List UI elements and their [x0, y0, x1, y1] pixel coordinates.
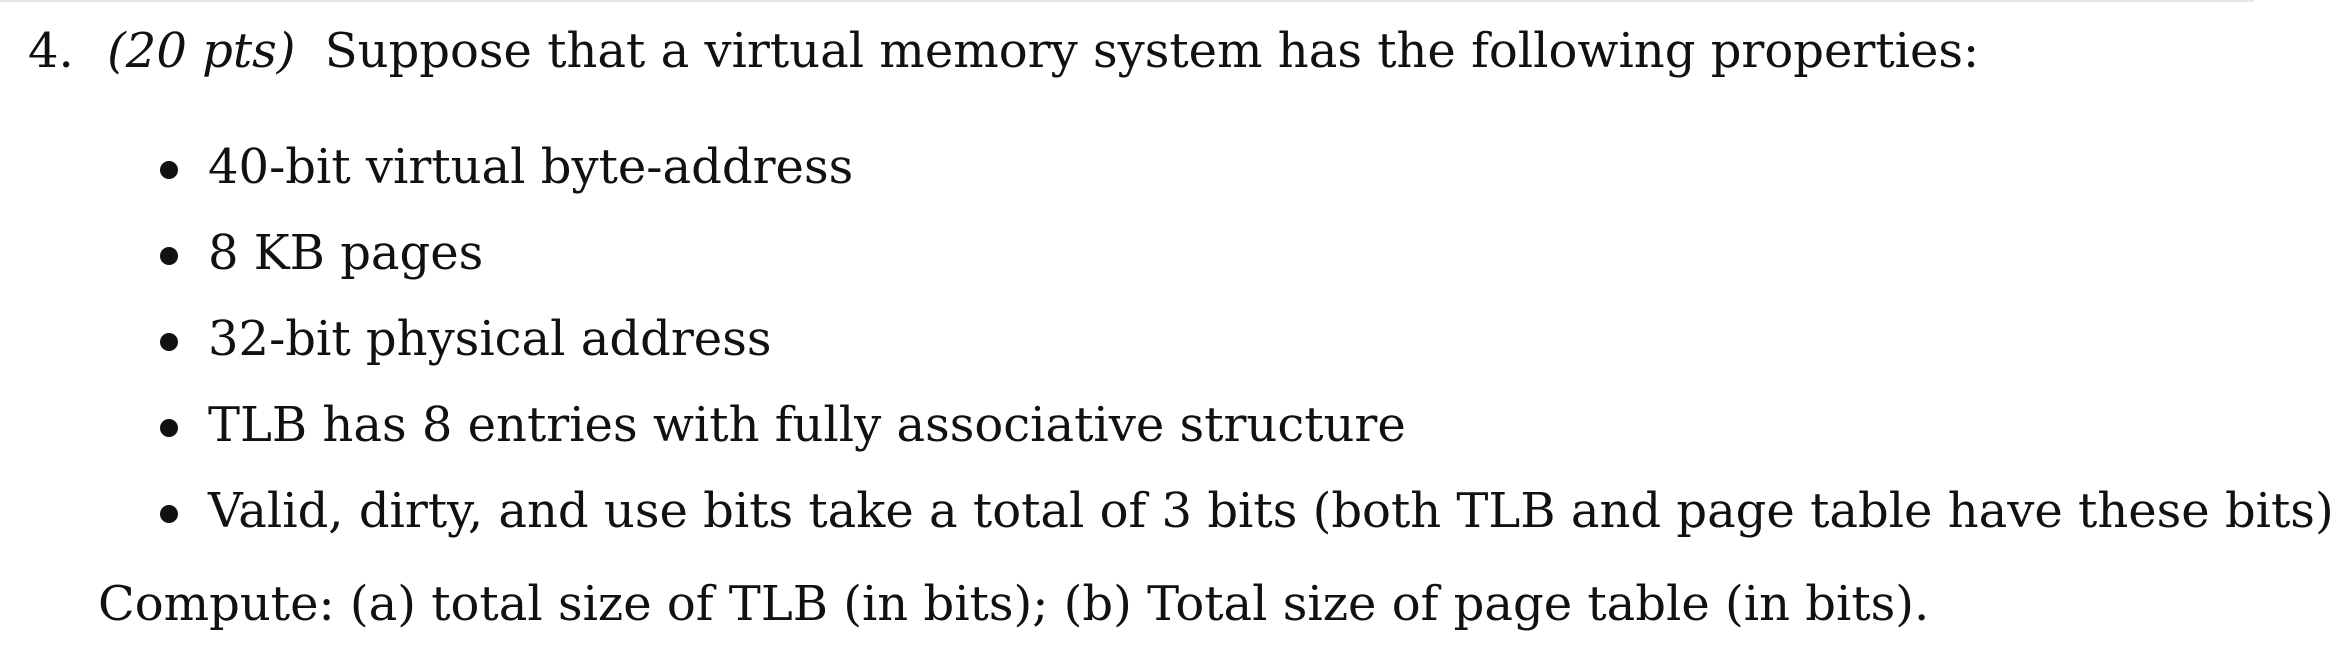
property-text: TLB has 8 entries with fully associative… [208, 397, 1406, 453]
top-divider [0, 0, 2254, 2]
compute-instruction: Compute: (a) total size of TLB (in bits)… [98, 576, 1930, 632]
property-item: 32-bit physical address [160, 296, 2240, 382]
problem-4: 4. (20 pts) Suppose that a virtual memor… [28, 20, 2228, 82]
property-list: 40-bit virtual byte-address 8 KB pages 3… [160, 124, 2334, 554]
bullet-icon [160, 247, 178, 265]
property-text: Valid, dirty, and use bits take a total … [208, 483, 2334, 539]
property-text: 40-bit virtual byte-address [208, 139, 854, 195]
bullet-icon [160, 161, 178, 179]
property-text: 32-bit physical address [208, 311, 772, 367]
property-item: Valid, dirty, and use bits take a total … [160, 468, 2334, 554]
problem-prompt: Suppose that a virtual memory system has… [324, 23, 1980, 79]
property-item: 40-bit virtual byte-address [160, 124, 2240, 210]
problem-number: 4. [28, 23, 74, 79]
property-item: 8 KB pages [160, 210, 2240, 296]
problem-points: (20 pts) [107, 23, 296, 79]
property-item: TLB has 8 entries with fully associative… [160, 382, 2240, 468]
problem-header: 4. (20 pts) Suppose that a virtual memor… [28, 20, 2228, 82]
bullet-icon [160, 419, 178, 437]
bullet-icon [160, 505, 178, 523]
bullet-icon [160, 333, 178, 351]
property-text: 8 KB pages [208, 225, 484, 281]
